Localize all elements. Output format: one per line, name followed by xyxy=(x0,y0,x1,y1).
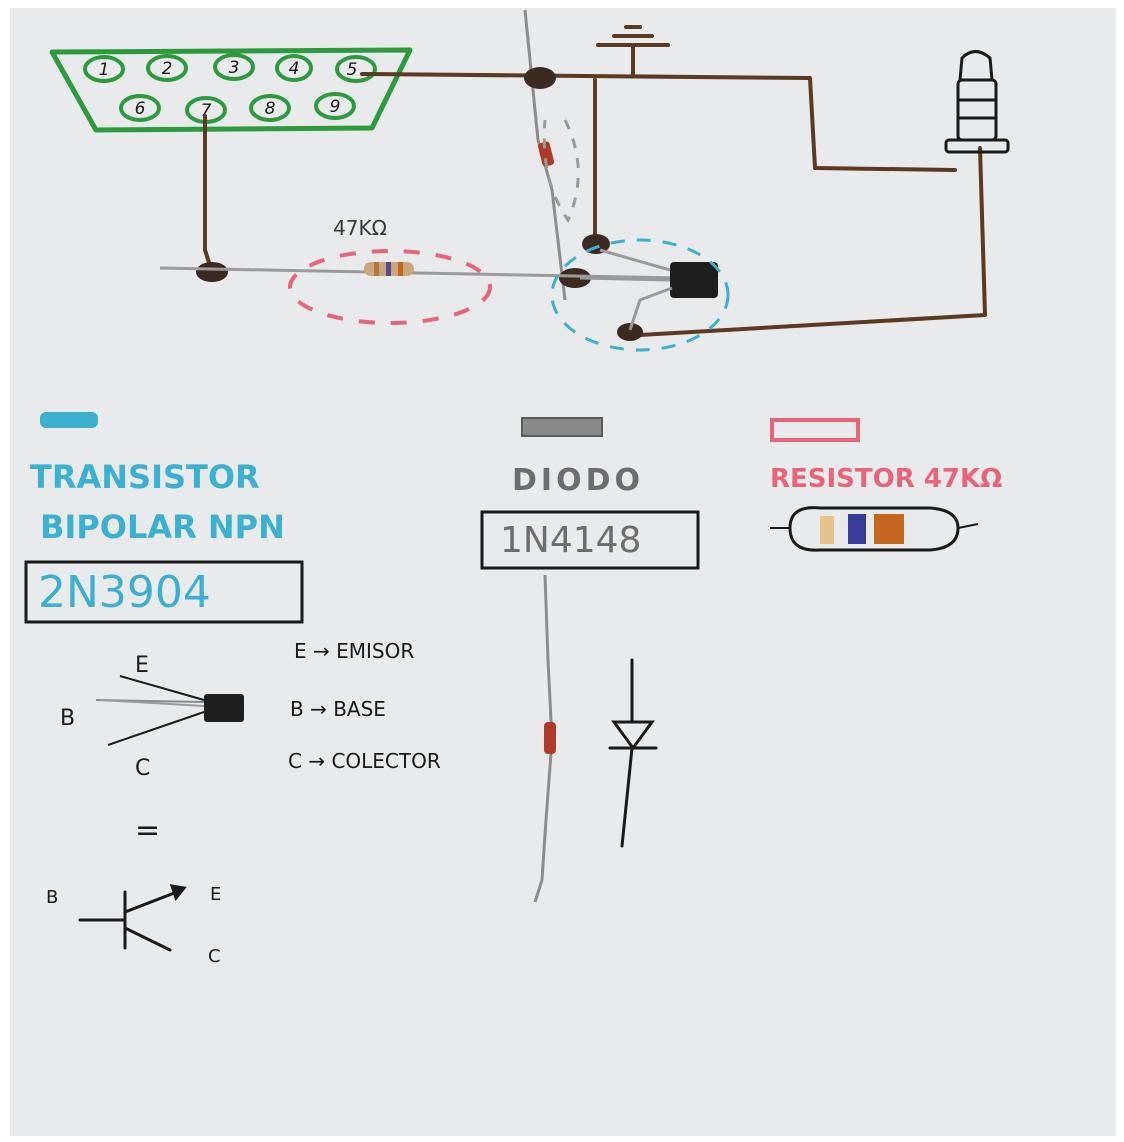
transistor-lead-emitter xyxy=(628,286,673,331)
transistor-dashed-outline xyxy=(550,238,730,352)
pin-label-6: 6 xyxy=(135,99,146,119)
transistor-part-number: 2N3904 xyxy=(38,567,211,618)
legend-base: B → BASE xyxy=(290,697,386,721)
pin-label-7: 7 xyxy=(201,101,212,121)
transistor-title-line2: BIPOLAR NPN xyxy=(40,508,285,546)
diode-part-number: 1N4148 xyxy=(500,520,641,561)
resistor-legend: RESISTOR 47KΩ xyxy=(770,464,1002,552)
transistor-swatch xyxy=(40,412,98,428)
resistor-legend-band-3 xyxy=(874,514,904,544)
ground-symbol xyxy=(596,25,670,78)
diode-schematic-symbol xyxy=(608,658,658,848)
symbol-label-b: B xyxy=(46,887,58,908)
pin-label-3: 3 xyxy=(229,58,240,78)
pin-8-ring xyxy=(249,94,291,122)
legend-colector: C → COLECTOR xyxy=(288,749,441,773)
transistor-lead-collector xyxy=(599,248,671,272)
diode-body xyxy=(537,141,555,167)
transistor-on-board xyxy=(550,238,730,352)
resistor-band-3 xyxy=(398,262,403,276)
resistor-title: RESISTOR 47KΩ xyxy=(770,464,1002,494)
resistor-dashed-outline xyxy=(288,249,492,325)
transistor-photo-body xyxy=(204,694,244,722)
npn-schematic-symbol xyxy=(78,884,187,952)
transistor-legend: TRANSISTOR BIPOLAR NPN 2N3904 E B C E → … xyxy=(24,458,441,967)
db9-pins-top xyxy=(83,53,377,83)
pin-9-ring xyxy=(314,92,356,120)
transistor-photo-lead-b xyxy=(99,699,205,707)
wire-pin5-to-jack xyxy=(360,72,957,172)
symbol-label-c: C xyxy=(208,946,221,967)
junction-pin7 xyxy=(196,262,228,282)
pin-label-5: 5 xyxy=(347,60,358,80)
pin-4-ring xyxy=(275,54,313,82)
pin-label-8: 8 xyxy=(265,99,276,119)
pin-label-1: 1 xyxy=(99,60,110,80)
diode-title: DIODO xyxy=(512,463,644,498)
paper-sheet xyxy=(10,8,1116,1136)
transistor-pin-b: B xyxy=(60,706,75,731)
resistor-band-1 xyxy=(374,262,379,276)
diode-part-box xyxy=(480,510,700,570)
equals-sign: = xyxy=(135,813,160,848)
jack-sleeve xyxy=(944,138,1010,154)
pin-5-ring xyxy=(335,55,377,83)
pin-label-9: 9 xyxy=(330,97,341,117)
transistor-title-line1: TRANSISTOR xyxy=(30,458,260,496)
junctions xyxy=(196,67,643,341)
transistor-part-box xyxy=(24,560,304,624)
junction-emitter xyxy=(617,323,643,341)
resistor-lead xyxy=(159,266,681,280)
diode-symbol-cathode-lead xyxy=(620,746,634,848)
symbol-collector-line xyxy=(123,926,172,952)
pin-2-ring xyxy=(146,54,188,82)
transistor-photo-lead-c xyxy=(107,711,205,746)
jack-tip xyxy=(958,50,994,82)
resistor-band-2 xyxy=(386,262,391,276)
db9-shell xyxy=(49,47,413,133)
wires xyxy=(203,72,987,337)
transistor-photo-lead-top xyxy=(119,675,205,701)
transistor-lead-base xyxy=(579,276,671,282)
diode-symbol-triangle xyxy=(611,720,655,751)
resistor-value-label: 47KΩ xyxy=(333,216,387,240)
legend-emisor: E → EMISOR xyxy=(294,639,414,663)
junction-base xyxy=(559,268,591,288)
junction-pin5 xyxy=(524,67,556,89)
diode-legend: DIODO 1N4148 xyxy=(480,463,700,903)
pin-1-ring xyxy=(83,55,125,83)
pin-3-ring xyxy=(213,53,255,81)
diode-photo-body xyxy=(544,722,556,754)
db9-connector: 1 2 3 4 5 6 7 8 9 xyxy=(49,47,413,133)
resistor-legend-band-1 xyxy=(820,516,834,544)
symbol-label-e: E xyxy=(210,884,221,905)
diode-photo-lead xyxy=(533,574,554,903)
pin-label-4: 4 xyxy=(289,59,300,79)
symbol-emitter-arrow xyxy=(169,884,187,902)
resistor-legend-lead-right xyxy=(957,523,979,529)
symbol-emitter-line xyxy=(123,888,184,914)
pin-label-2: 2 xyxy=(162,59,173,79)
transistor-body xyxy=(670,262,718,298)
diode-lead xyxy=(523,9,567,301)
audio-jack xyxy=(944,50,1010,154)
wire-jack-to-emitter xyxy=(638,146,987,337)
resistor-legend-band-2 xyxy=(848,514,866,544)
diode-on-board xyxy=(523,9,580,301)
diode-dashed-outline xyxy=(542,119,580,224)
resistor-swatch xyxy=(770,418,860,442)
diode-swatch xyxy=(521,417,603,437)
transistor-pin-c: C xyxy=(135,756,150,781)
transistor-pin-e: E xyxy=(135,653,149,678)
resistor-on-board: 47KΩ xyxy=(159,216,681,325)
pin-6-ring xyxy=(119,94,161,122)
